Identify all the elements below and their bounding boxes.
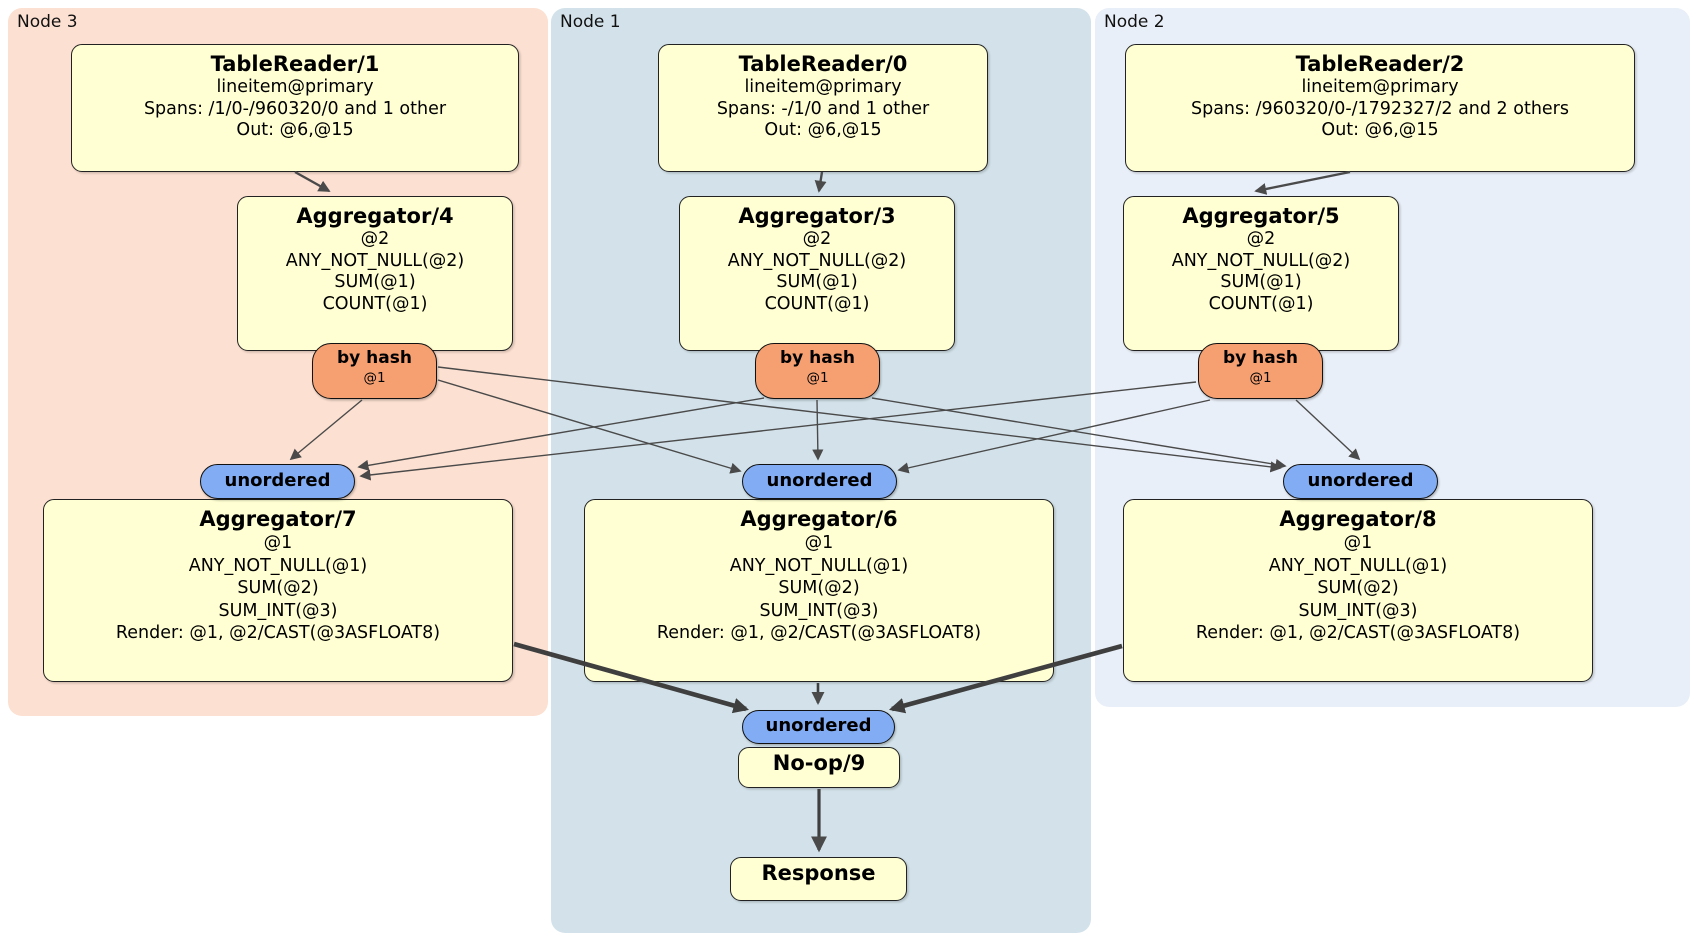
aggregator-8-fn1: ANY_NOT_NULL(@1)	[1268, 555, 1448, 576]
router-by-hash-node3: by hash @1	[312, 343, 437, 399]
tablereader-0-out: Out: @6,@15	[764, 120, 882, 140]
aggregator-8-fn2: SUM(@2)	[1317, 578, 1399, 598]
aggregator-5-group: @2	[1246, 229, 1276, 249]
tablereader-0-title: TableReader/0	[738, 52, 908, 76]
tablereader-1-out: Out: @6,@15	[236, 120, 354, 140]
tablereader-2-index: lineitem@primary	[1301, 77, 1459, 97]
aggregator-8-render: Render: @1, @2/CAST(@3ASFLOAT8)	[1195, 623, 1521, 643]
router-by-hash-node1-label: by hash	[780, 348, 855, 368]
aggregator-4-box: Aggregator/4 @2 ANY_NOT_NULL(@2) SUM(@1)…	[237, 196, 513, 351]
aggregator-5-title: Aggregator/5	[1182, 204, 1340, 228]
tablereader-2-spans: Spans: /960320/0-/1792327/2 and 2 others	[1190, 98, 1569, 119]
aggregator-6-render: Render: @1, @2/CAST(@3ASFLOAT8)	[656, 623, 982, 643]
aggregator-3-fn1: ANY_NOT_NULL(@2)	[727, 250, 907, 271]
router-by-hash-node1-key: @1	[806, 370, 829, 386]
aggregator-7-render: Render: @1, @2/CAST(@3ASFLOAT8)	[115, 623, 441, 643]
aggregator-3-box: Aggregator/3 @2 ANY_NOT_NULL(@2) SUM(@1)…	[679, 196, 955, 351]
aggregator-5-fn3: COUNT(@1)	[1208, 293, 1314, 314]
aggregator-7-fn1: ANY_NOT_NULL(@1)	[188, 555, 368, 576]
response-box: Response	[730, 857, 907, 901]
aggregator-5-fn1: ANY_NOT_NULL(@2)	[1171, 250, 1351, 271]
region-node-1-label: Node 1	[560, 12, 621, 32]
aggregator-8-title: Aggregator/8	[1279, 507, 1437, 531]
tablereader-2-box: TableReader/2 lineitem@primary Spans: /9…	[1125, 44, 1635, 172]
tablereader-2-title: TableReader/2	[1295, 52, 1465, 76]
aggregator-6-title: Aggregator/6	[740, 507, 898, 531]
aggregator-6-fn2: SUM(@2)	[778, 578, 860, 598]
tablereader-1-title: TableReader/1	[210, 52, 380, 76]
aggregator-6-group: @1	[804, 533, 834, 553]
aggregator-7-fn2: SUM(@2)	[237, 578, 319, 598]
aggregator-6-fn1: ANY_NOT_NULL(@1)	[729, 555, 909, 576]
aggregator-4-fn2: SUM(@1)	[334, 272, 416, 292]
tablereader-1-index: lineitem@primary	[216, 77, 374, 97]
aggregator-3-group: @2	[802, 229, 832, 249]
aggregator-7-fn3: SUM_INT(@3)	[218, 600, 338, 621]
region-node-3-label: Node 3	[17, 12, 78, 32]
noop-9-title: No-op/9	[772, 751, 866, 775]
aggregator-5-fn2: SUM(@1)	[1220, 272, 1302, 292]
tablereader-0-box: TableReader/0 lineitem@primary Spans: -/…	[658, 44, 988, 172]
aggregator-4-group: @2	[360, 229, 390, 249]
aggregator-7-title: Aggregator/7	[199, 507, 357, 531]
tablereader-1-spans: Spans: /1/0-/960320/0 and 1 other	[143, 98, 447, 119]
aggregator-3-fn2: SUM(@1)	[776, 272, 858, 292]
aggregator-4-fn1: ANY_NOT_NULL(@2)	[285, 250, 465, 271]
aggregator-8-box: Aggregator/8 @1 ANY_NOT_NULL(@1) SUM(@2)…	[1123, 499, 1593, 682]
response-title: Response	[761, 861, 876, 885]
aggregator-8-group: @1	[1343, 533, 1373, 553]
region-node-2-label: Node 2	[1104, 12, 1165, 32]
router-by-hash-node3-key: @1	[363, 370, 386, 386]
tablereader-1-box: TableReader/1 lineitem@primary Spans: /1…	[71, 44, 519, 172]
router-by-hash-node2-key: @1	[1249, 370, 1272, 386]
aggregator-3-fn3: COUNT(@1)	[764, 293, 870, 314]
tablereader-0-index: lineitem@primary	[744, 77, 902, 97]
router-by-hash-node2: by hash @1	[1198, 343, 1323, 399]
router-by-hash-node3-label: by hash	[337, 348, 412, 368]
aggregator-4-fn3: COUNT(@1)	[322, 293, 428, 314]
router-by-hash-node1: by hash @1	[755, 343, 880, 399]
aggregator-7-box: Aggregator/7 @1 ANY_NOT_NULL(@1) SUM(@2)…	[43, 499, 513, 682]
noop-9-box: No-op/9	[738, 747, 900, 788]
aggregator-6-fn3: SUM_INT(@3)	[759, 600, 879, 621]
tablereader-0-spans: Spans: -/1/0 and 1 other	[716, 98, 930, 119]
aggregator-7-group: @1	[263, 533, 293, 553]
aggregator-3-title: Aggregator/3	[738, 204, 896, 228]
aggregator-8-fn3: SUM_INT(@3)	[1298, 600, 1418, 621]
sync-unordered-node2: unordered	[1283, 464, 1438, 499]
aggregator-6-box: Aggregator/6 @1 ANY_NOT_NULL(@1) SUM(@2)…	[584, 499, 1054, 682]
sync-unordered-final: unordered	[742, 710, 895, 744]
aggregator-5-box: Aggregator/5 @2 ANY_NOT_NULL(@2) SUM(@1)…	[1123, 196, 1399, 351]
aggregator-4-title: Aggregator/4	[296, 204, 454, 228]
sync-unordered-node3: unordered	[200, 464, 355, 499]
tablereader-2-out: Out: @6,@15	[1321, 120, 1439, 140]
sync-unordered-node1: unordered	[742, 464, 897, 499]
router-by-hash-node2-label: by hash	[1223, 348, 1298, 368]
